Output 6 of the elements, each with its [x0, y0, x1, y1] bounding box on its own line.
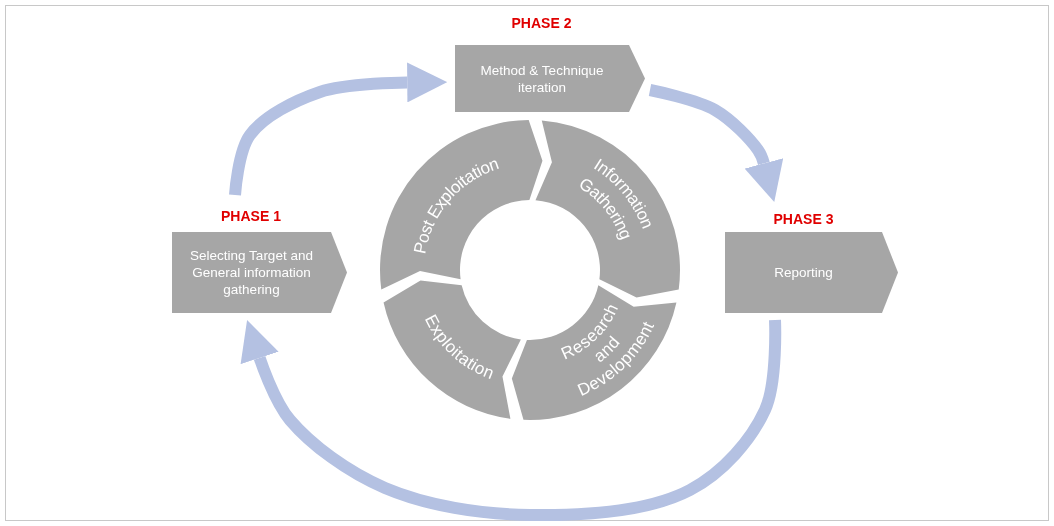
- curved-arrow: [229, 62, 448, 196]
- curved-arrow: [240, 319, 782, 522]
- phase-heading: PHASE 2: [510, 14, 573, 33]
- phase-heading: PHASE 1: [220, 207, 282, 226]
- curved-arrow: [648, 84, 784, 202]
- phase-heading: PHASE 3: [772, 210, 835, 229]
